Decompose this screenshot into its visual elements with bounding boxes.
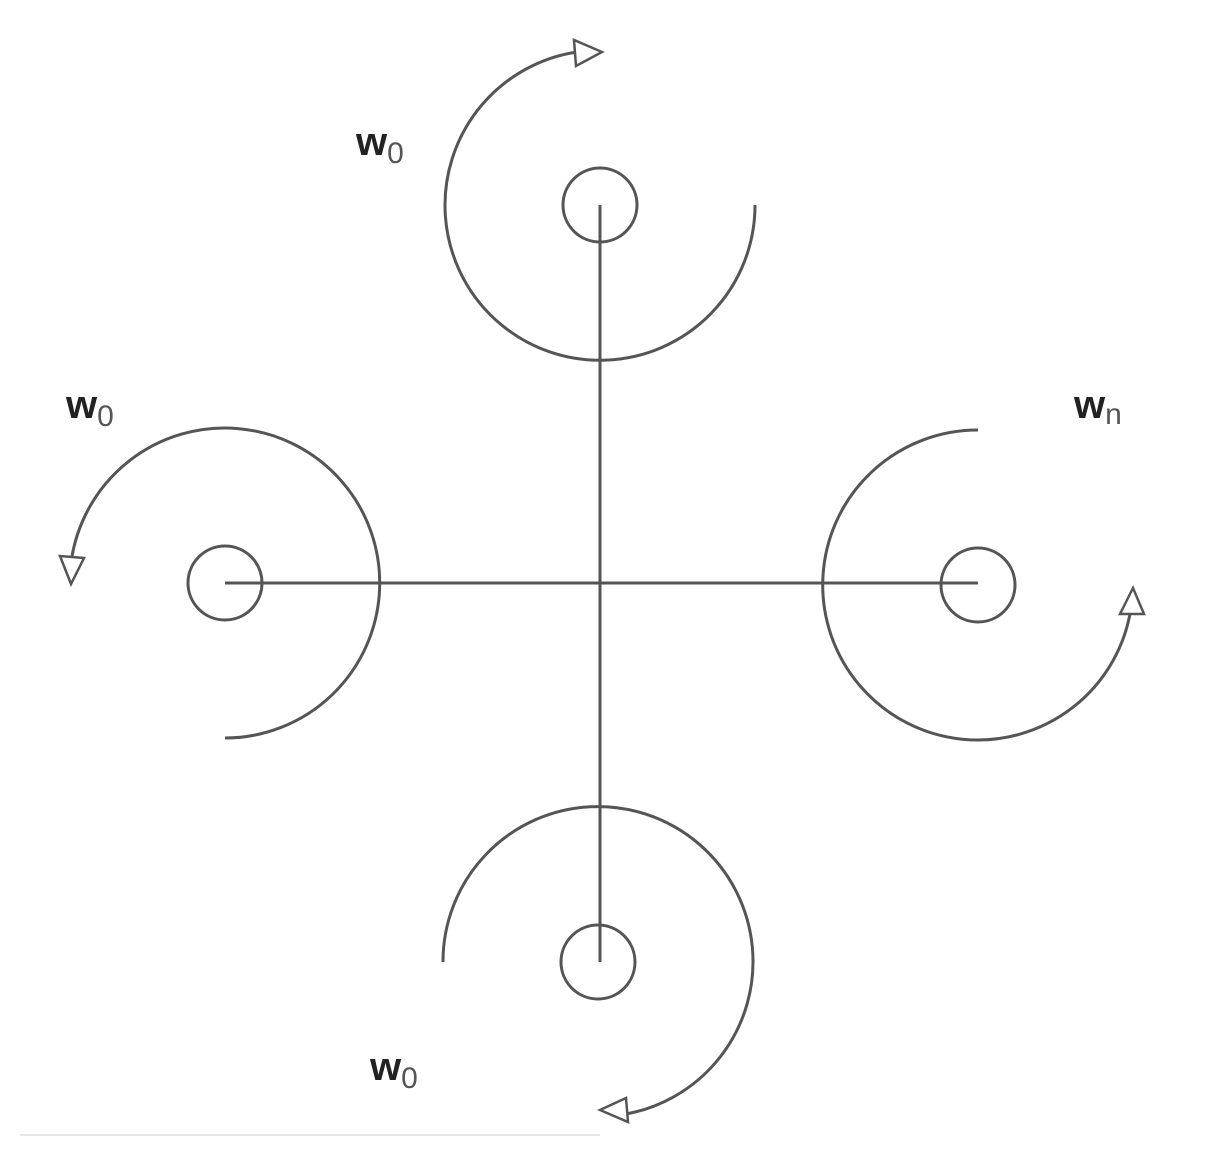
arrowhead-left (58, 554, 86, 588)
rotor-top: w0 (355, 38, 757, 362)
rotor-left: w0 (58, 383, 382, 740)
rotation-arc-left (69, 426, 382, 740)
rotor-hub-left (186, 544, 264, 622)
label-right: wn (1073, 383, 1122, 431)
rotor-hub-bottom (559, 923, 637, 1001)
arrowhead-top (572, 38, 605, 69)
arrowhead-right (1117, 585, 1146, 616)
label-bottom: w0 (369, 1045, 418, 1095)
rotor-right: wn (821, 383, 1146, 742)
label-left: w0 (65, 383, 114, 433)
rotation-arc-top (443, 49, 757, 362)
rotation-arc-bottom (441, 805, 755, 1117)
rotation-arc-right (821, 428, 1133, 742)
rotor-bottom: w0 (369, 805, 755, 1124)
rotor-hub-right (939, 546, 1017, 624)
arrowhead-bottom (596, 1096, 630, 1124)
label-top: w0 (355, 120, 404, 170)
rotor-hub-top (561, 166, 639, 244)
